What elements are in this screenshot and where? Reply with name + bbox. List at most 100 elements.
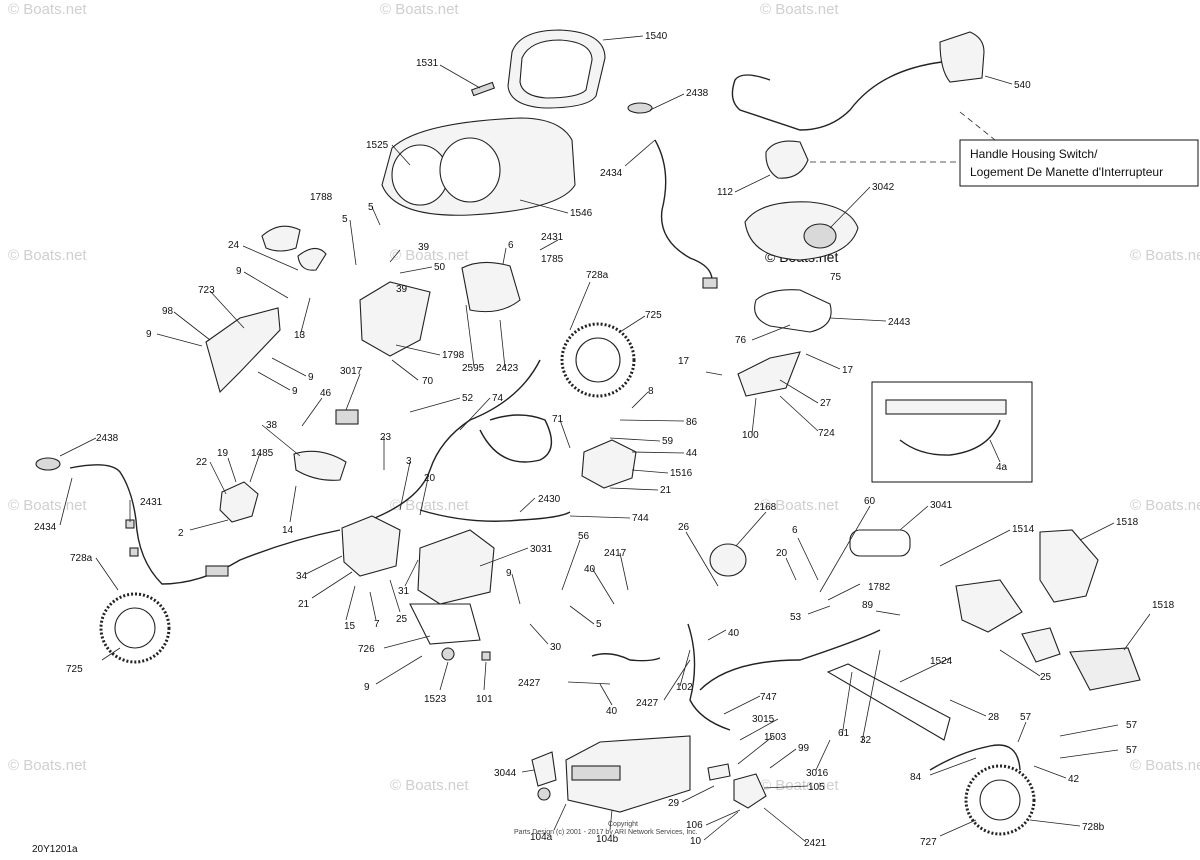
callout-29: 29 <box>668 798 680 809</box>
leader-lines <box>59 35 1151 843</box>
callout-40: 40 <box>606 706 618 717</box>
callout-2427: 2427 <box>636 698 659 709</box>
callout-1518: 1518 <box>1152 600 1175 611</box>
callout-1485: 1485 <box>251 448 274 459</box>
callout-23: 23 <box>380 432 392 443</box>
ignition-switch <box>461 261 521 313</box>
callout-70: 70 <box>422 376 434 387</box>
callout-84: 84 <box>910 772 922 783</box>
battery-box <box>417 529 495 605</box>
callout-5: 5 <box>342 214 348 225</box>
callout-6: 6 <box>508 240 514 251</box>
clip-plate <box>297 247 327 271</box>
ecu <box>565 735 691 813</box>
callout-39: 39 <box>396 284 408 295</box>
watermark: © Boats.net <box>1130 247 1200 264</box>
gauge-dial-right <box>439 137 501 203</box>
callout-34: 34 <box>296 571 308 582</box>
callout-2434: 2434 <box>34 522 57 533</box>
parts-layer <box>35 29 1141 836</box>
sensor-cap <box>627 102 653 114</box>
callout-59: 59 <box>662 436 674 447</box>
callout-9: 9 <box>236 266 242 277</box>
callout-57: 57 <box>1126 745 1138 756</box>
callout-1798: 1798 <box>442 350 465 361</box>
callout-15: 15 <box>344 621 356 632</box>
callout-20: 20 <box>424 473 436 484</box>
watermark-layer: © Boats.net © Boats.net © Boats.net © Bo… <box>8 1 1200 794</box>
watermark: © Boats.net <box>8 757 87 774</box>
callout-17: 17 <box>678 356 690 367</box>
callout-1525: 1525 <box>366 140 389 151</box>
callout-724: 724 <box>818 428 835 439</box>
callout-540: 540 <box>1014 80 1031 91</box>
callout-1531: 1531 <box>416 58 439 69</box>
callout-9: 9 <box>308 372 314 383</box>
callout-9: 9 <box>292 386 298 397</box>
callout-2423: 2423 <box>496 363 519 374</box>
handlebar-switch <box>939 31 985 83</box>
rear-sensor-wire <box>929 744 1021 771</box>
tone-ring-left <box>99 592 171 664</box>
callout-9: 9 <box>364 682 370 693</box>
callout-2431: 2431 <box>541 232 564 243</box>
callout-104a: 104a <box>530 832 553 843</box>
callout-75: 75 <box>830 272 842 283</box>
callout-9: 9 <box>506 568 512 579</box>
sensor-3044-cap <box>537 787 551 801</box>
lamp-lens <box>1069 647 1141 691</box>
callout-2434: 2434 <box>600 168 623 179</box>
sensor-harness <box>687 623 731 731</box>
callout-744: 744 <box>632 513 649 524</box>
clip <box>129 547 139 557</box>
connector-clip <box>261 225 301 252</box>
callout-102: 102 <box>676 682 693 693</box>
watermark: © Boats.net <box>1130 757 1200 774</box>
callout-21: 21 <box>298 599 310 610</box>
sensor-connector <box>702 277 718 289</box>
callout-99: 99 <box>798 743 810 754</box>
callout-2427: 2427 <box>518 678 541 689</box>
bracket-38 <box>293 450 347 481</box>
headlamp <box>1039 529 1099 603</box>
callout-2438: 2438 <box>96 433 119 444</box>
callout-727: 727 <box>920 837 937 848</box>
callout-74: 74 <box>492 393 504 404</box>
harness-branch <box>419 509 571 522</box>
inset-harness <box>885 399 1007 415</box>
callout-1523: 1523 <box>424 694 447 705</box>
tone-ring-right <box>964 764 1036 836</box>
callout-3: 3 <box>406 456 412 467</box>
callout-3042: 3042 <box>872 182 895 193</box>
callout-3015: 3015 <box>752 714 775 725</box>
callout-25: 25 <box>1040 672 1052 683</box>
sensor-wire <box>654 139 713 281</box>
callout-726: 726 <box>358 644 375 655</box>
callout-76: 76 <box>735 335 747 346</box>
starter-relay <box>733 773 767 809</box>
washer <box>441 647 455 661</box>
callout-53: 53 <box>790 612 802 623</box>
battery-left <box>341 515 401 577</box>
cover <box>744 201 859 261</box>
callout-106: 106 <box>686 820 703 831</box>
callout-14: 14 <box>282 525 294 536</box>
control-module <box>581 439 637 489</box>
watermark: © Boats.net <box>8 497 87 514</box>
callout-2417: 2417 <box>604 548 627 559</box>
regulator <box>219 481 259 523</box>
callout-89: 89 <box>862 600 874 611</box>
callout-60: 60 <box>864 496 876 507</box>
bracket <box>754 289 832 333</box>
callout-9: 9 <box>146 329 152 340</box>
callout-17: 17 <box>842 365 854 376</box>
battery-tray <box>409 603 481 645</box>
callout-3041: 3041 <box>930 500 953 511</box>
callout-46: 46 <box>320 388 332 399</box>
callout-57: 57 <box>1126 720 1138 731</box>
callout-1546: 1546 <box>570 208 593 219</box>
callout-1524: 1524 <box>930 656 953 667</box>
tone-ring-left-hub <box>114 607 156 649</box>
horn <box>709 543 747 577</box>
